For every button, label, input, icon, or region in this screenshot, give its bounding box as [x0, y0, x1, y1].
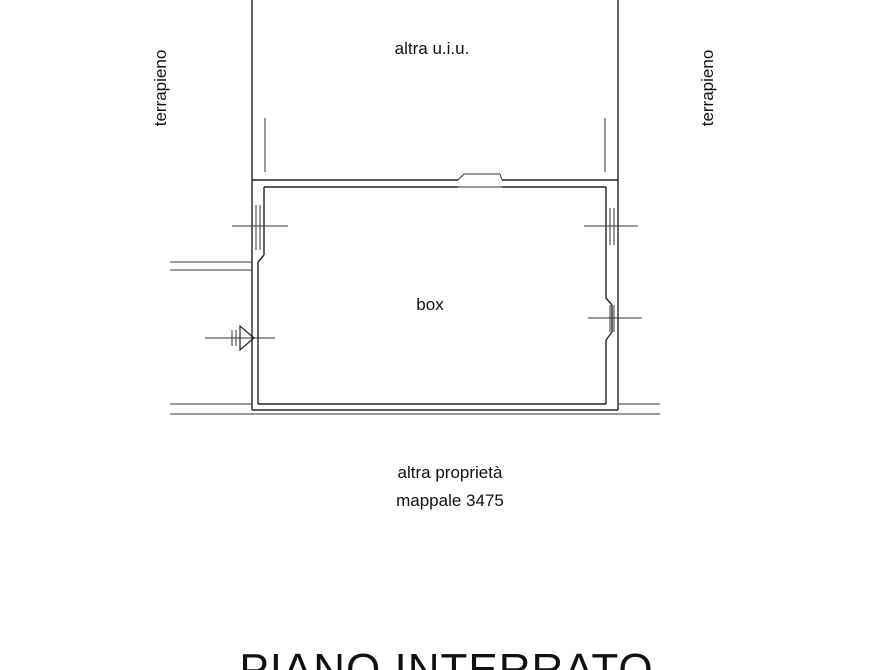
left-access-lines	[170, 261, 252, 271]
ground-lines	[170, 403, 660, 415]
right-window-mark-lower	[588, 305, 642, 332]
neighbor-label-line2: mappale 3475	[396, 491, 504, 510]
floor-title: PIANO INTERRATO	[239, 645, 654, 670]
right-fill-label: terrapieno	[698, 50, 717, 127]
upper-unit-label: altra u.i.u.	[395, 39, 470, 58]
dividing-wall	[252, 173, 618, 188]
right-window-mark-upper	[584, 208, 638, 245]
upper-unit-walls	[251, 0, 619, 180]
left-window-mark	[232, 205, 288, 250]
left-fill-label: terrapieno	[151, 50, 170, 127]
entry-symbol-icon	[205, 324, 275, 352]
room-label: box	[416, 295, 444, 314]
neighbor-label-line1: altra proprietà	[398, 463, 503, 482]
box-room-walls	[251, 180, 619, 411]
